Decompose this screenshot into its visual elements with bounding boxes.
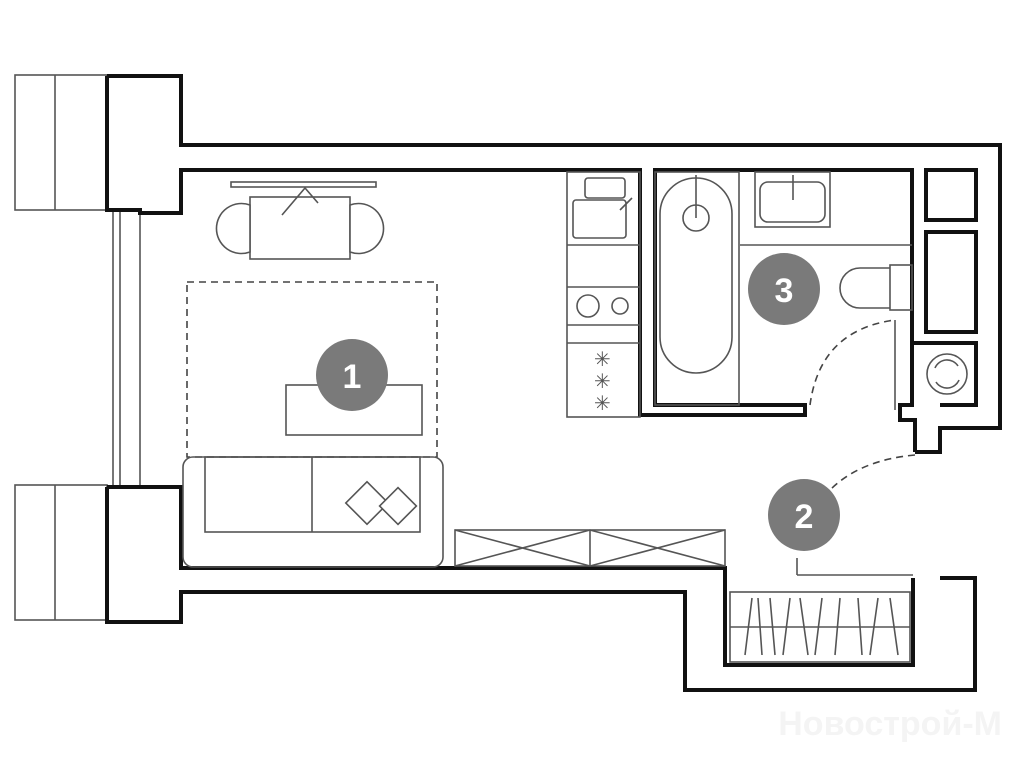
bathroom-door (809, 319, 896, 410)
room-marker-1: 1 (316, 339, 388, 411)
window-glazing (112, 210, 141, 487)
dining-table (215, 181, 385, 260)
svg-text:✳: ✳ (594, 369, 611, 393)
window-top (14, 74, 108, 211)
sink-icon (584, 177, 626, 199)
room-number-1: 1 (343, 358, 362, 396)
room-number-2: 2 (795, 498, 814, 536)
walls (105, 74, 1002, 692)
wardrobe (729, 591, 911, 663)
sofa (182, 456, 444, 568)
boiler-icon (926, 353, 968, 395)
room-number-3: 3 (775, 272, 794, 310)
entrance-door (796, 454, 916, 576)
stove-icon: ✳✳✳ (594, 347, 611, 415)
svg-text:✳: ✳ (594, 391, 611, 415)
toilet (839, 264, 913, 311)
window-bottom (14, 484, 108, 621)
svg-text:✳: ✳ (594, 347, 611, 371)
watermark: Новострой-М (778, 705, 1002, 743)
room-marker-3: 3 (748, 253, 820, 325)
rug (186, 281, 438, 458)
washer-icon (576, 294, 600, 318)
kitchen-unit: ✳✳✳ (566, 171, 641, 418)
tv-stand (454, 529, 726, 567)
bathtub (654, 171, 740, 406)
washbasin (740, 171, 912, 246)
room-marker-2: 2 (768, 479, 840, 551)
